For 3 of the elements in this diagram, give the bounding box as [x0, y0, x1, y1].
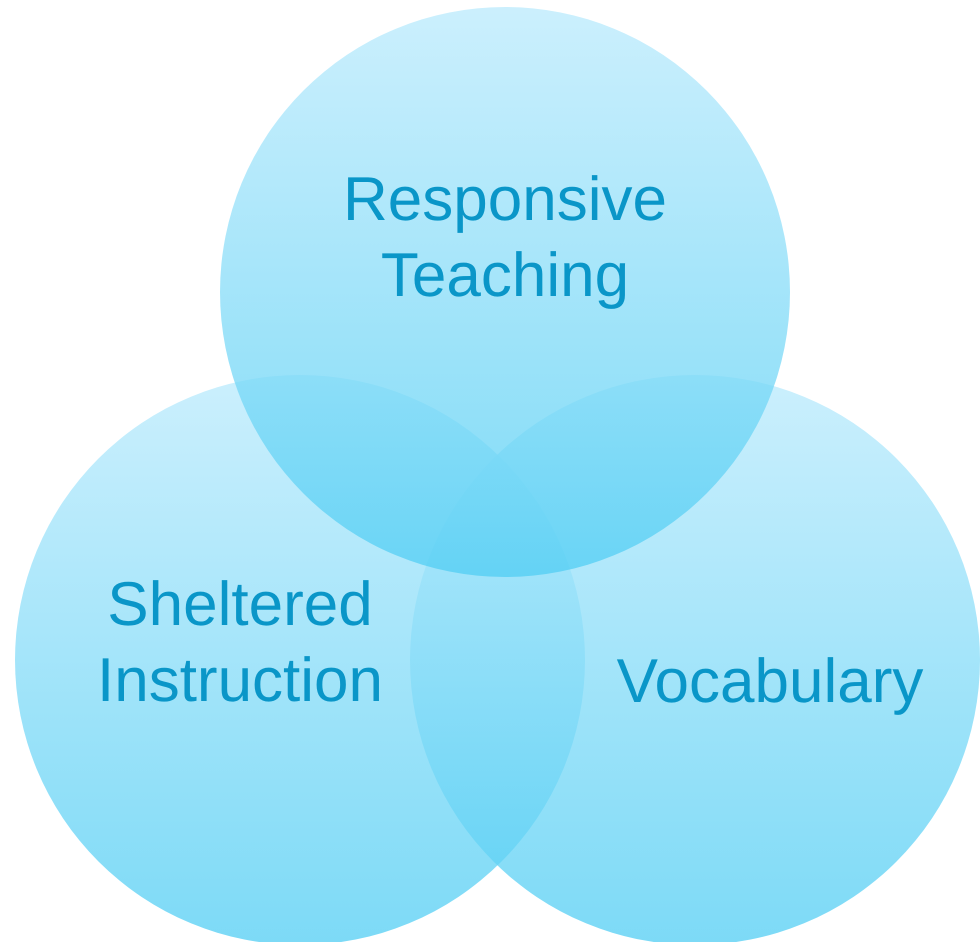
circle-label: Sheltered Instruction: [96, 569, 384, 717]
circle-label: Vocabulary: [616, 646, 924, 718]
circle-label: Responsive Teaching: [342, 164, 668, 312]
